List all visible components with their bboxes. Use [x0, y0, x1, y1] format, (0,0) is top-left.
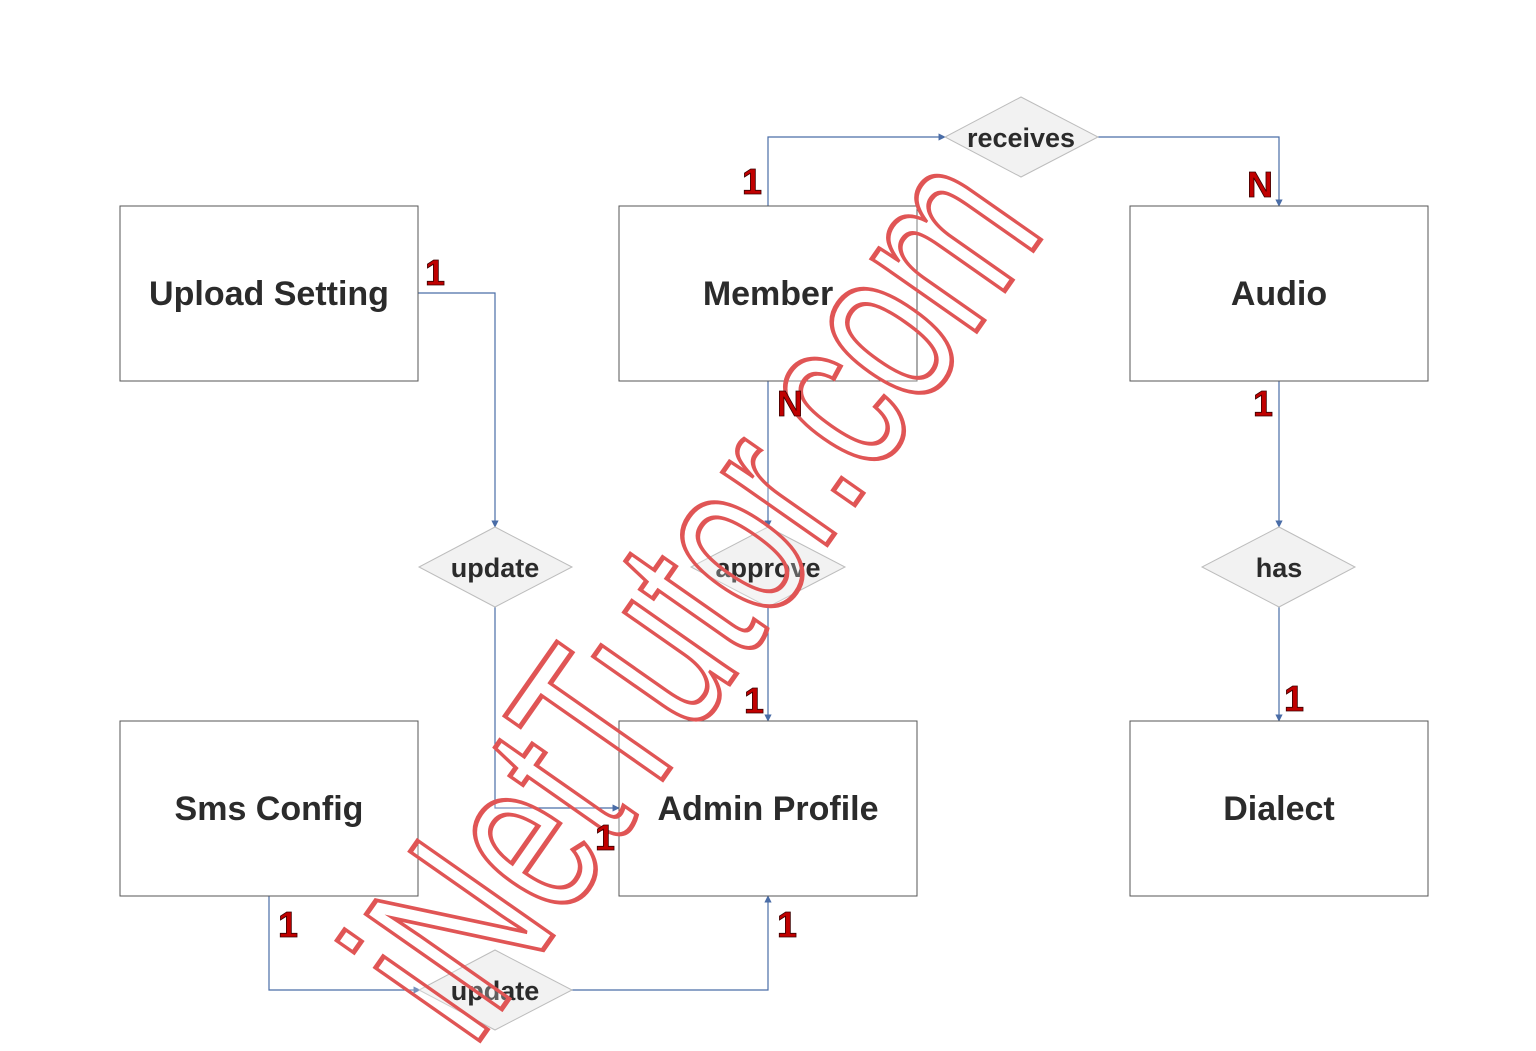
relationship-update-sms-label: update	[451, 976, 540, 1006]
entity-member[interactable]: Member	[618, 205, 918, 382]
connectors	[268, 133, 1283, 994]
connector-update-admin-bottom	[570, 895, 772, 991]
entity-audio-label: Audio	[1231, 275, 1327, 313]
cardinality-approve-admin: 1	[744, 680, 764, 721]
entity-sms-config-label: Sms Config	[175, 790, 364, 828]
entity-upload-setting-label: Upload Setting	[149, 275, 389, 313]
entity-member-label: Member	[703, 275, 833, 313]
cardinality-update-sms-config: 1	[278, 904, 298, 945]
cardinality-update-sms-admin: 1	[777, 904, 797, 945]
connector-receives-audio	[1098, 136, 1283, 207]
entity-admin-profile-label: Admin Profile	[657, 790, 878, 828]
connector-sms-update	[268, 896, 421, 994]
entity-dialect[interactable]: Dialect	[1129, 720, 1429, 897]
cardinalities: 1 N 1 1 N 1 1 1 1 1	[278, 161, 1305, 946]
cardinality-receives-audio: N	[1247, 164, 1273, 205]
relationship-approve-label: approve	[715, 553, 820, 583]
entity-upload-setting[interactable]: Upload Setting	[119, 205, 419, 382]
connector-upload-update	[418, 292, 499, 528]
relationship-update-upload-label: update	[451, 553, 540, 583]
connector-member-receives	[767, 133, 946, 206]
cardinality-approve-member: N	[777, 383, 803, 424]
relationship-receives[interactable]: receives	[943, 96, 1100, 178]
relationship-approve[interactable]: approve	[689, 526, 847, 608]
relationship-has-label: has	[1256, 553, 1303, 583]
entity-admin-profile[interactable]: Admin Profile	[618, 720, 918, 897]
cardinality-has-audio: 1	[1253, 383, 1273, 424]
relationship-has[interactable]: has	[1200, 526, 1357, 608]
entity-audio[interactable]: Audio	[1129, 205, 1429, 382]
cardinality-update-upload-setting: 1	[425, 252, 445, 293]
relationship-receives-label: receives	[967, 123, 1075, 153]
cardinality-has-dialect: 1	[1284, 678, 1304, 719]
relationship-update-upload[interactable]: update	[417, 526, 574, 608]
cardinality-update-upload-admin: 1	[595, 817, 615, 858]
entity-dialect-label: Dialect	[1223, 790, 1335, 828]
relationship-update-sms[interactable]: update	[417, 949, 574, 1031]
cardinality-receives-member: 1	[742, 161, 762, 202]
entity-sms-config[interactable]: Sms Config	[119, 720, 419, 897]
connector-update-admin	[494, 607, 620, 812]
